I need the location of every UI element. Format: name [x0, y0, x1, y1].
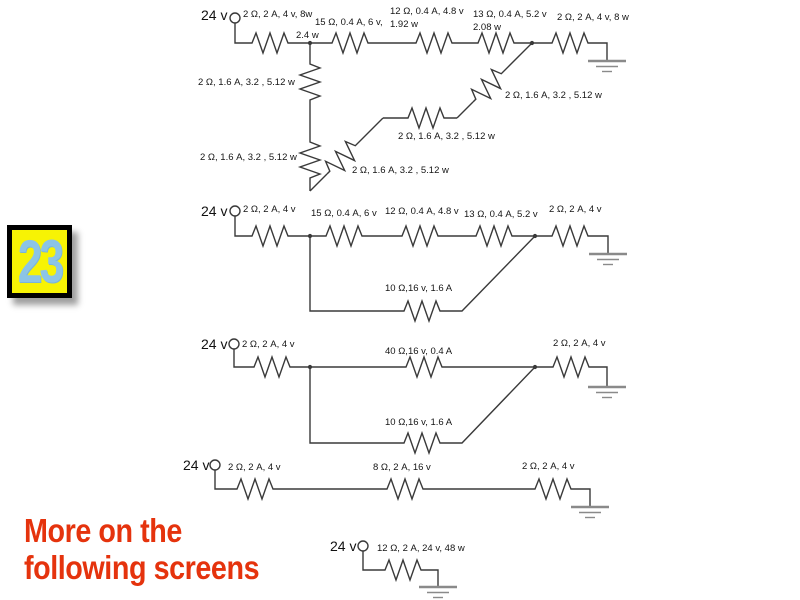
resistor-icon	[249, 356, 295, 378]
junction-dot	[529, 40, 535, 46]
resistor-label: 2 Ω, 2 A, 4 v	[242, 339, 295, 350]
resistor-icon	[530, 478, 576, 500]
ground-icon	[586, 385, 628, 399]
resistor-icon	[411, 32, 457, 54]
resistor-label: 40 Ω,16 v, 0.4 A	[385, 346, 453, 357]
junction-dot	[532, 364, 538, 370]
resistor-label: 10 Ω,16 v, 1.6 A	[385, 283, 453, 294]
resistor-icon	[321, 225, 367, 247]
terminal-icon	[209, 459, 221, 471]
resistor-label: 8 Ω, 2 A, 16 v	[373, 462, 431, 473]
resistor-icon	[548, 356, 594, 378]
resistor-label: 13 Ω, 0.4 A, 5.2 v	[464, 209, 538, 220]
voltage-source-label: 24 v	[201, 336, 227, 352]
resistor-icon	[471, 225, 517, 247]
footer-note-line1: More on the	[24, 512, 182, 549]
resistor-label: 2 Ω, 2 A, 4 v, 8 w	[557, 12, 629, 23]
resistor-label: 13 Ω, 0.4 A, 5.2 v	[473, 9, 547, 20]
circuit-5: 24 v 12 Ω, 2 A, 24 v, 48 w	[330, 538, 465, 599]
resistor-icon	[473, 32, 519, 54]
resistor-icon	[399, 300, 445, 322]
resistor-label: 2 Ω, 1.6 A, 3.2 , 5.12 w	[352, 165, 449, 176]
resistor-icon	[232, 478, 278, 500]
resistor-label: 2 Ω, 1.6 A, 3.2 , 5.12 w	[200, 152, 297, 163]
terminal-icon	[228, 338, 240, 350]
resistor-label: 12 Ω, 0.4 A, 4.8 v	[390, 6, 464, 17]
resistor-label: 2 Ω, 2 A, 4 v	[228, 462, 281, 473]
junction-dot	[307, 364, 313, 370]
resistor-label: 15 Ω, 0.4 A, 6 v	[311, 208, 377, 219]
resistor-icon	[327, 32, 373, 54]
footer-note: More on the following screens	[24, 512, 260, 586]
slide-number-badge: 23	[7, 225, 72, 298]
resistor-icon	[299, 59, 321, 105]
slide-number: 23	[17, 228, 64, 295]
resistor-icon	[382, 478, 428, 500]
resistor-label: 2 Ω, 1.6 A, 3.2 , 5.12 w	[505, 90, 602, 101]
resistor-label: 12 Ω, 0.4 A, 4.8 v	[385, 206, 459, 217]
resistor-icon	[401, 356, 447, 378]
terminal-icon	[229, 12, 241, 24]
resistor-label: 12 Ω, 2 A, 24 v, 48 w	[377, 543, 465, 554]
ground-icon	[586, 59, 628, 73]
terminal-icon	[229, 205, 241, 217]
resistor-icon	[397, 225, 443, 247]
ground-icon	[587, 252, 629, 266]
ground-icon	[417, 585, 459, 599]
circuit-1: 24 v 2 Ω, 2 A, 4 v, 8w 15 Ω, 0.4 A, 6 v,…	[198, 6, 629, 192]
circuit-3: 24 v 2 Ω, 2 A, 4 v 40 Ω,16 v, 0.4 A 2 Ω,…	[201, 336, 628, 454]
resistor-label: 2 Ω, 2 A, 4 v	[522, 461, 575, 472]
resistor-icon	[299, 137, 321, 183]
resistor-label: 2 Ω, 1.6 A, 3.2 , 5.12 w	[198, 77, 295, 88]
circuit-4: 24 v 2 Ω, 2 A, 4 v 8 Ω, 2 A, 16 v 2 Ω, 2…	[183, 457, 611, 519]
resistor-label: 10 Ω,16 v, 1.6 A	[385, 417, 453, 428]
resistor-icon	[403, 107, 449, 129]
resistor-label: 2.08 w	[473, 22, 501, 33]
resistor-icon	[399, 432, 445, 454]
resistor-icon	[547, 225, 593, 247]
voltage-source-label: 24 v	[183, 457, 209, 473]
resistor-icon	[547, 32, 593, 54]
resistor-label: 1.92 w	[390, 19, 418, 30]
resistor-icon	[247, 32, 293, 54]
junction-dot	[532, 233, 538, 239]
junction-dot	[307, 40, 313, 46]
footer-note-line2: following screens	[24, 549, 260, 586]
resistor-label: 2 Ω, 2 A, 4 v	[553, 338, 606, 349]
resistor-label: 15 Ω, 0.4 A, 6 v,	[315, 17, 383, 28]
junction-dot	[307, 233, 313, 239]
resistor-icon	[380, 559, 426, 581]
voltage-source-label: 24 v	[330, 538, 356, 554]
resistor-label: 2 Ω, 2 A, 4 v, 8w	[243, 9, 312, 20]
resistor-icon	[247, 225, 293, 247]
resistor-label: 2.4 w	[296, 30, 319, 41]
ground-icon	[569, 505, 611, 519]
resistor-label: 2 Ω, 2 A, 4 v	[243, 204, 296, 215]
circuit-2: 24 v 2 Ω, 2 A, 4 v 15 Ω, 0.4 A, 6 v 12 Ω…	[201, 203, 629, 322]
terminal-icon	[357, 540, 369, 552]
resistor-label: 2 Ω, 2 A, 4 v	[549, 204, 602, 215]
voltage-source-label: 24 v	[201, 7, 227, 23]
resistor-label: 2 Ω, 1.6 A, 3.2 , 5.12 w	[398, 131, 495, 142]
voltage-source-label: 24 v	[201, 203, 227, 219]
